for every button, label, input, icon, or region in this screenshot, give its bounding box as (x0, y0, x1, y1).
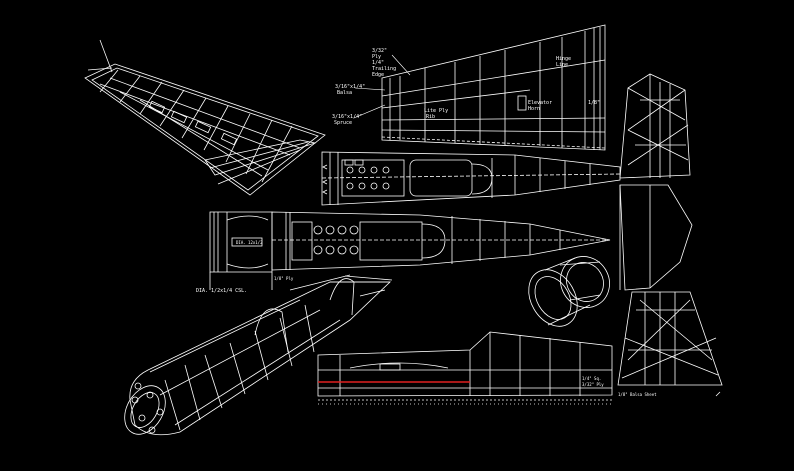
note-horn: Horn (528, 106, 540, 112)
note-left1: 3/16"x1/4" (335, 84, 365, 90)
corner-tick (715, 391, 721, 397)
note-a3: 1/4" (372, 60, 384, 66)
note-mid1: Lite Ply (424, 108, 448, 114)
fuselage-side-view (209, 211, 611, 290)
fin-rudder-side (617, 291, 723, 386)
fuselage-side-annotations: DIA. 1/2x1/4 CSL. DIA. 12x1/2 1/8" Ply (196, 240, 294, 294)
leader-lines (353, 54, 411, 119)
stabilizer-top-view (381, 24, 606, 151)
wheel-pant-isometric (528, 256, 610, 327)
note-a2: Ply (372, 54, 381, 60)
lower-view-annotations: 1/4" Sq. 3/32" Ply 1/8" Balsa Sheet (582, 376, 657, 397)
note-firewall: 1/8" Ply (274, 276, 294, 281)
note-side2: 3/32" Ply (582, 382, 604, 387)
note-mid2: Rib (426, 114, 435, 120)
note-a4: Trailing (372, 66, 396, 72)
fuselage-lower-side-view (317, 331, 613, 405)
note-side1: 1/4" Sq. (582, 376, 601, 381)
fuselage-isometric (124, 274, 393, 436)
note-elev: Elevator (528, 100, 552, 106)
note-right1: Hinge (556, 56, 571, 62)
note-bottom: 1/8" Balsa Sheet (618, 392, 657, 397)
note-left2b: Spruce (334, 120, 352, 126)
wing-panel-isometric (84, 39, 326, 196)
note-cowl: DIA. 12x1/2 (236, 240, 263, 245)
note-left2: 3/16"x1/4" (332, 114, 362, 120)
note-left1b: Balsa (337, 90, 352, 96)
fuselage-top-view (321, 151, 621, 206)
note-a1: 3/32" (372, 48, 387, 54)
stabilizer-annotations: 3/32" Ply 1/4" Trailing Edge 3/16"x1/4" … (332, 48, 600, 126)
note-a5: Edge (372, 72, 384, 78)
fin-rudder-top (619, 73, 691, 179)
horizontal-stab-outline (619, 184, 693, 291)
note-dia: DIA. 1/2x1/4 CSL. (196, 288, 247, 294)
note-right2: Line (556, 62, 568, 68)
note-tip: 1/8" (588, 100, 600, 106)
